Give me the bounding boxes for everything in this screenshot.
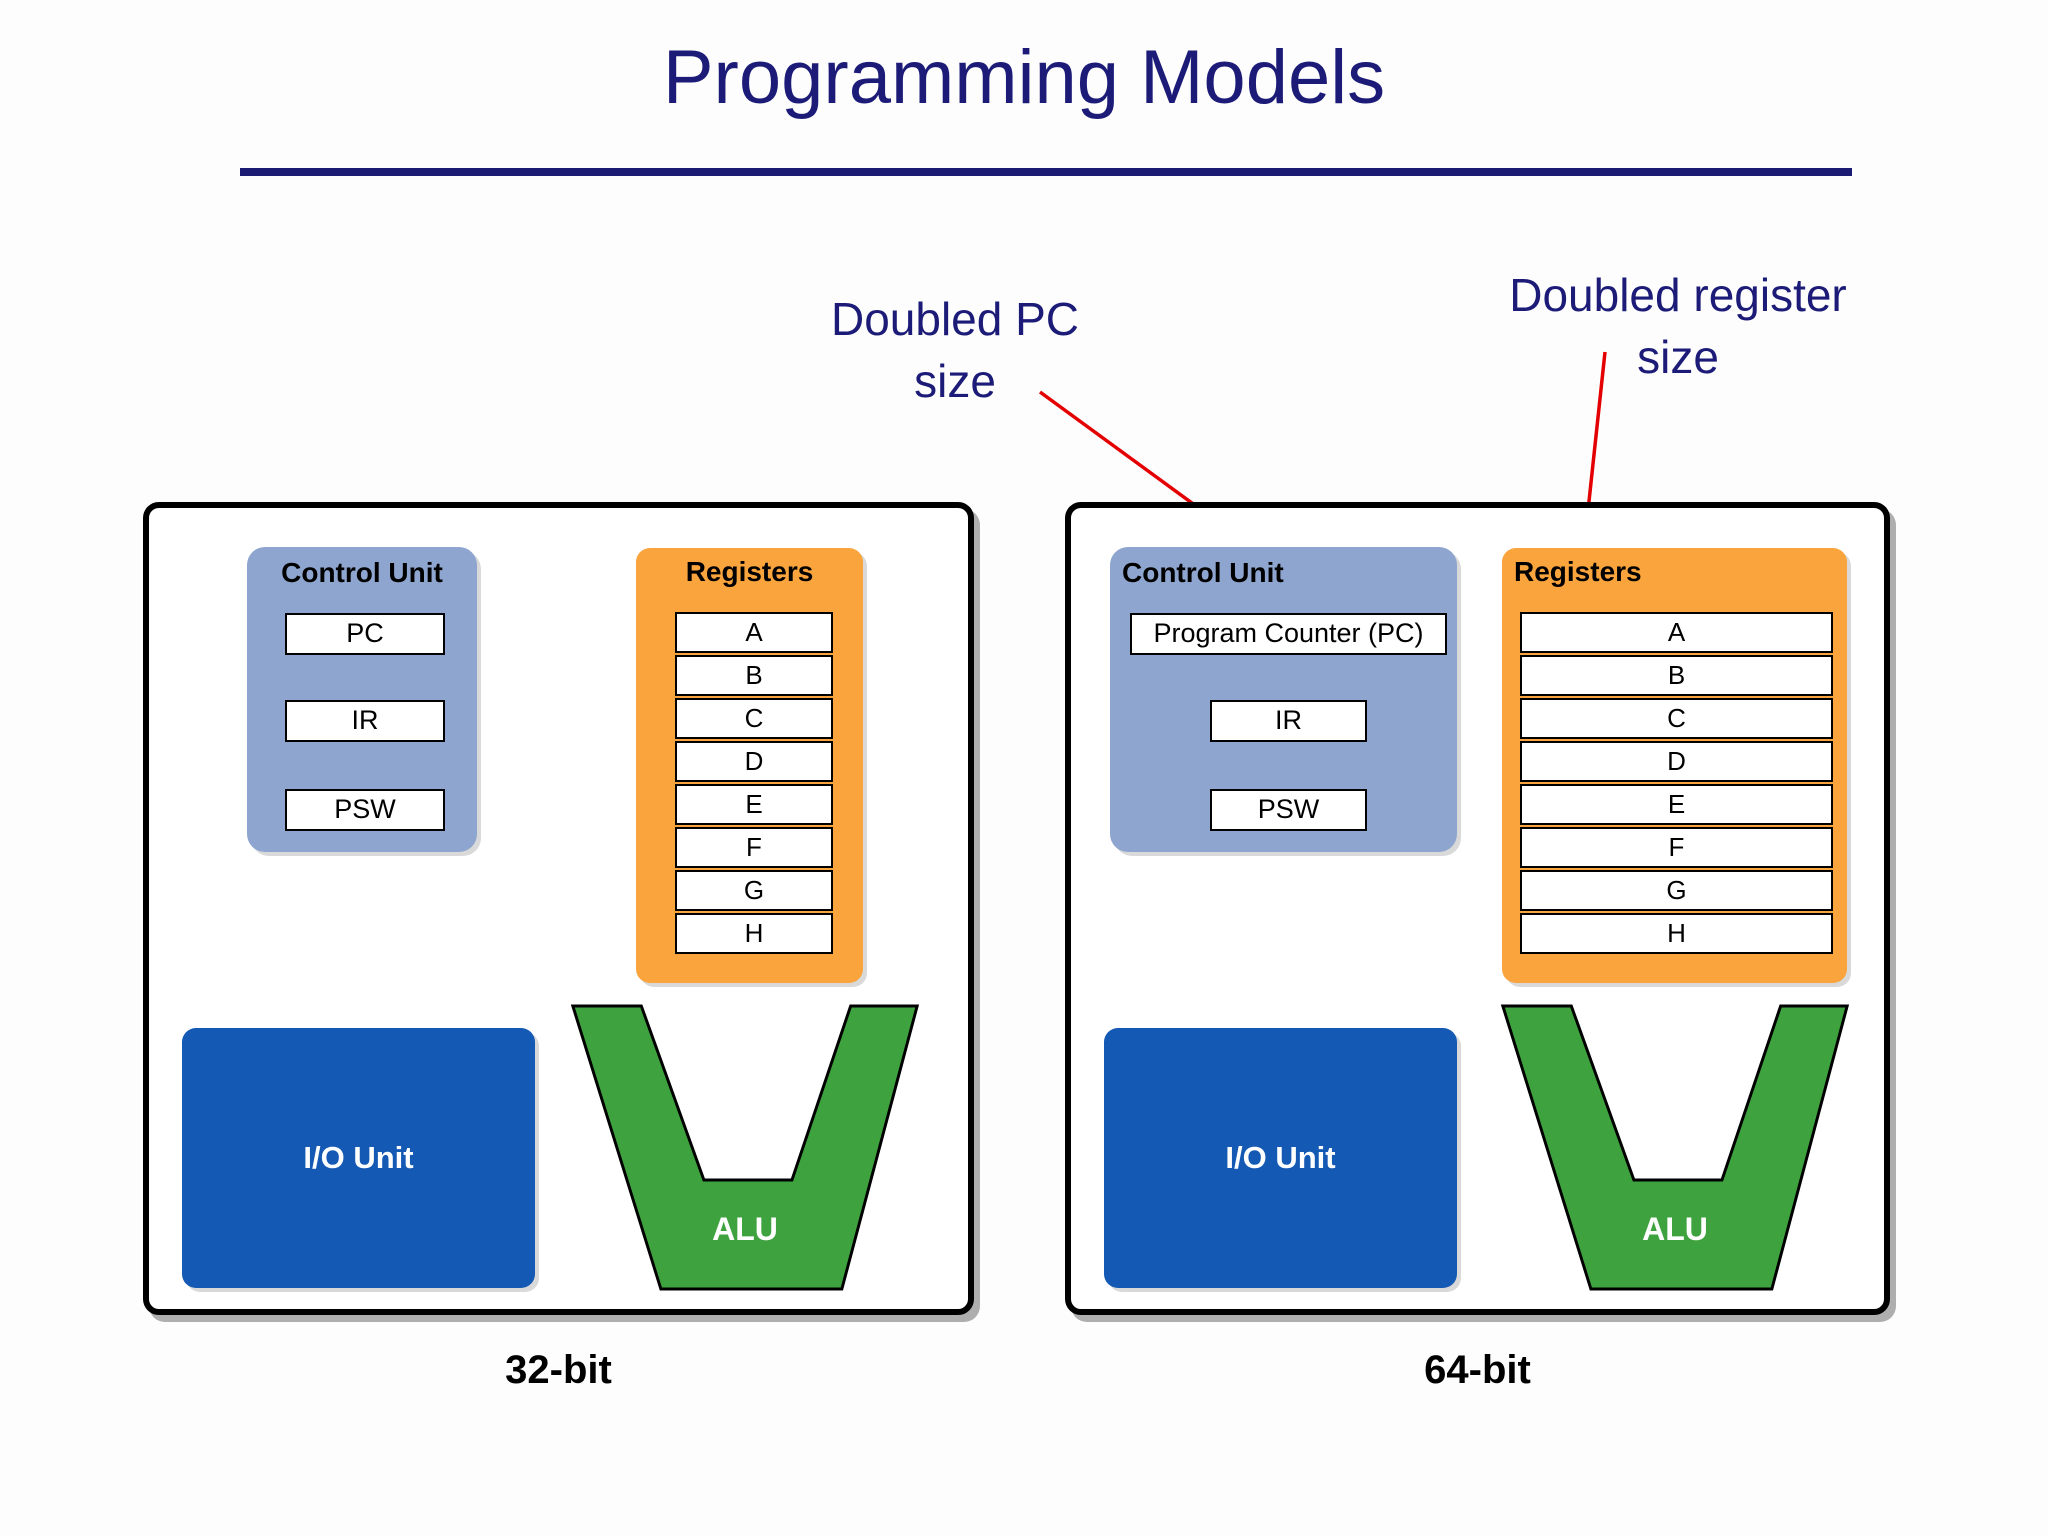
register-cell: F [1520, 827, 1833, 868]
control-unit-title: Control Unit [1122, 557, 1284, 588]
annotation-line: Doubled PC [830, 293, 1080, 345]
control-unit-register-box: PC [285, 613, 445, 655]
alu-32: ALU [565, 1003, 925, 1293]
register-cell: A [1520, 612, 1833, 653]
registers-title: Registers [1514, 556, 1642, 587]
register-cell: E [1520, 784, 1833, 825]
annotation-line: size [914, 355, 996, 407]
control-unit-register-box: IR [1210, 700, 1367, 742]
diagram-64bit: Control Unit Program Counter (PC) IR PSW R… [1065, 502, 1890, 1315]
register-cell: G [675, 870, 833, 911]
caption-32bit: 32-bit [505, 1348, 612, 1392]
alu-label: ALU [712, 1211, 778, 1247]
control-unit-title: Control Unit [281, 557, 443, 588]
alu-64: ALU [1495, 1003, 1855, 1293]
register-cell: H [1520, 913, 1833, 954]
io-unit-32: I/O Unit [182, 1028, 535, 1288]
registers-title: Registers [685, 556, 814, 587]
register-cell: A [675, 612, 833, 653]
register-cell: H [675, 913, 833, 954]
title-underline [240, 168, 1852, 176]
annotation-line: Doubled register [1509, 269, 1847, 321]
caption-64bit: 64-bit [1424, 1348, 1531, 1392]
annotation-line: size [1637, 331, 1719, 383]
register-cell: E [675, 784, 833, 825]
alu-funnel-shape [1500, 1004, 1850, 1291]
register-cell: D [675, 741, 833, 782]
register-cell: C [675, 698, 833, 739]
control-unit-register-box: Program Counter (PC) [1130, 613, 1447, 655]
register-cell: G [1520, 870, 1833, 911]
alu-label: ALU [1642, 1211, 1708, 1247]
alu-funnel-shape [570, 1004, 920, 1291]
annotation-doubled-pc-size: Doubled PC size [760, 288, 1150, 412]
control-unit-32: Control Unit PC IR PSW [247, 547, 477, 852]
page-title: Programming Models [662, 35, 1386, 120]
control-unit-register-box: PSW [1210, 789, 1367, 831]
io-unit-label: I/O Unit [303, 1140, 414, 1175]
io-unit-label: I/O Unit [1225, 1140, 1336, 1175]
annotation-doubled-register-size: Doubled register size [1458, 264, 1898, 388]
register-cell: C [1520, 698, 1833, 739]
control-unit-register-box: IR [285, 700, 445, 742]
register-cell: D [1520, 741, 1833, 782]
control-unit-register-box: PSW [285, 789, 445, 831]
register-cell: B [1520, 655, 1833, 696]
register-cell: B [675, 655, 833, 696]
register-cell: F [675, 827, 833, 868]
io-unit-64: I/O Unit [1104, 1028, 1457, 1288]
control-unit-64: Control Unit Program Counter (PC) IR PSW [1110, 547, 1457, 852]
